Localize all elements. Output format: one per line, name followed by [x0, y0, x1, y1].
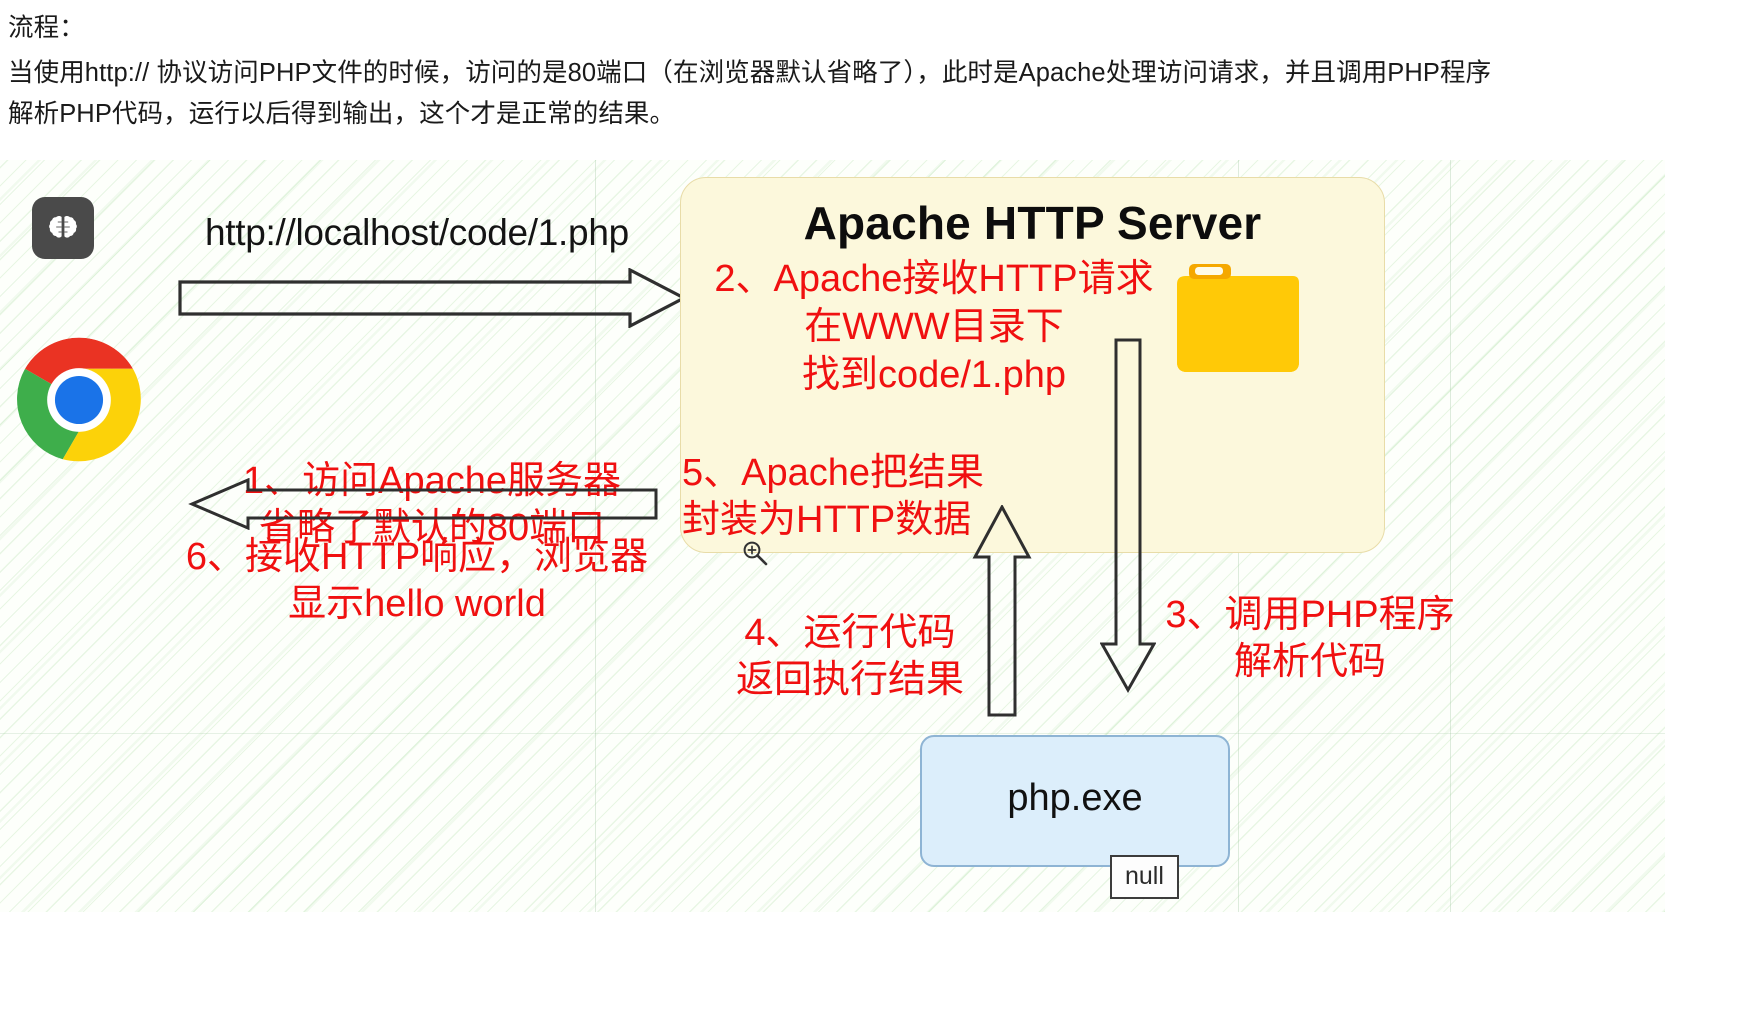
step-5-line-2: 封装为HTTP数据: [682, 499, 972, 541]
step-2-annotation: 2、Apache接收HTTP请求 在WWW目录下 找到code/1.php: [699, 255, 1169, 399]
background-guide-line: [1450, 160, 1451, 912]
step-5-annotation: 5、Apache把结果 封装为HTTP数据: [682, 450, 984, 544]
step-4-line-1: 4、运行代码: [744, 612, 956, 654]
response-arrow-left: [188, 478, 658, 530]
background-guide-line: [0, 733, 1665, 734]
step-3-line-1: 3、调用PHP程序: [1165, 594, 1455, 636]
step-3-annotation: 3、调用PHP程序 解析代码: [1160, 592, 1460, 686]
php-exe-box: php.exe: [920, 735, 1230, 867]
intro-paragraph: 当使用http:// 协议访问PHP文件的时候，访问的是80端口（在浏览器默认省…: [8, 53, 1748, 135]
step-1-annotation: 1、访问Apache服务器 省略了默认的80端口: [222, 458, 642, 552]
step-5-line-1: 5、Apache把结果: [682, 452, 985, 494]
intro-paragraph-line-1: 当使用http:// 协议访问PHP文件的时候，访问的是80端口（在浏览器默认省…: [8, 59, 1492, 87]
chrome-logo: [17, 337, 141, 462]
step-4-line-2: 返回执行结果: [735, 659, 964, 701]
step-4-annotation: 4、运行代码 返回执行结果: [730, 610, 970, 704]
step-1-line-2: 省略了默认的80端口: [258, 507, 606, 549]
flow-diagram-canvas: http://localhost/code/1.php 1、访问Apache服务…: [0, 160, 1665, 912]
background-guide-line: [595, 160, 596, 912]
call-php-arrow-down: [1100, 338, 1156, 694]
step-6-line-1: 6、接收HTTP响应，浏览器: [185, 536, 649, 578]
page-title: 流程：: [8, 14, 85, 42]
header-text-block: 流程： 当使用http:// 协议访问PHP文件的时候，访问的是80端口（在浏览…: [0, 0, 1756, 135]
return-result-arrow-up: [972, 505, 1032, 717]
step-1-line-1: 1、访问Apache服务器: [242, 460, 621, 502]
step-6-annotation: 6、接收HTTP响应，浏览器 显示hello world: [180, 534, 654, 628]
php-exe-label: php.exe: [1007, 777, 1143, 819]
step-6-line-2: 显示hello world: [288, 583, 546, 625]
right-margin-area: [1665, 160, 1756, 912]
brain-icon: [32, 197, 94, 259]
apache-server-box: Apache HTTP Server 2、Apache接收HTTP请求 在WWW…: [680, 177, 1385, 553]
magnifier-zoom-in-icon: [743, 541, 768, 566]
request-url-label: http://localhost/code/1.php: [205, 212, 629, 253]
step-2-line-3: 找到code/1.php: [801, 354, 1067, 396]
bottom-margin-area: [0, 912, 1756, 1012]
apache-box-title: Apache HTTP Server: [803, 197, 1262, 249]
step-2-line-2: 在WWW目录下: [804, 306, 1064, 348]
step-3-line-2: 解析代码: [1233, 641, 1386, 683]
folder-icon: [1177, 264, 1299, 372]
null-tooltip-badge: null: [1110, 855, 1179, 899]
step-2-line-1: 2、Apache接收HTTP请求: [714, 258, 1154, 300]
request-arrow-right: [178, 268, 688, 328]
intro-paragraph-line-2: 解析PHP代码，运行以后得到输出，这个才是正常的结果。: [8, 100, 676, 128]
